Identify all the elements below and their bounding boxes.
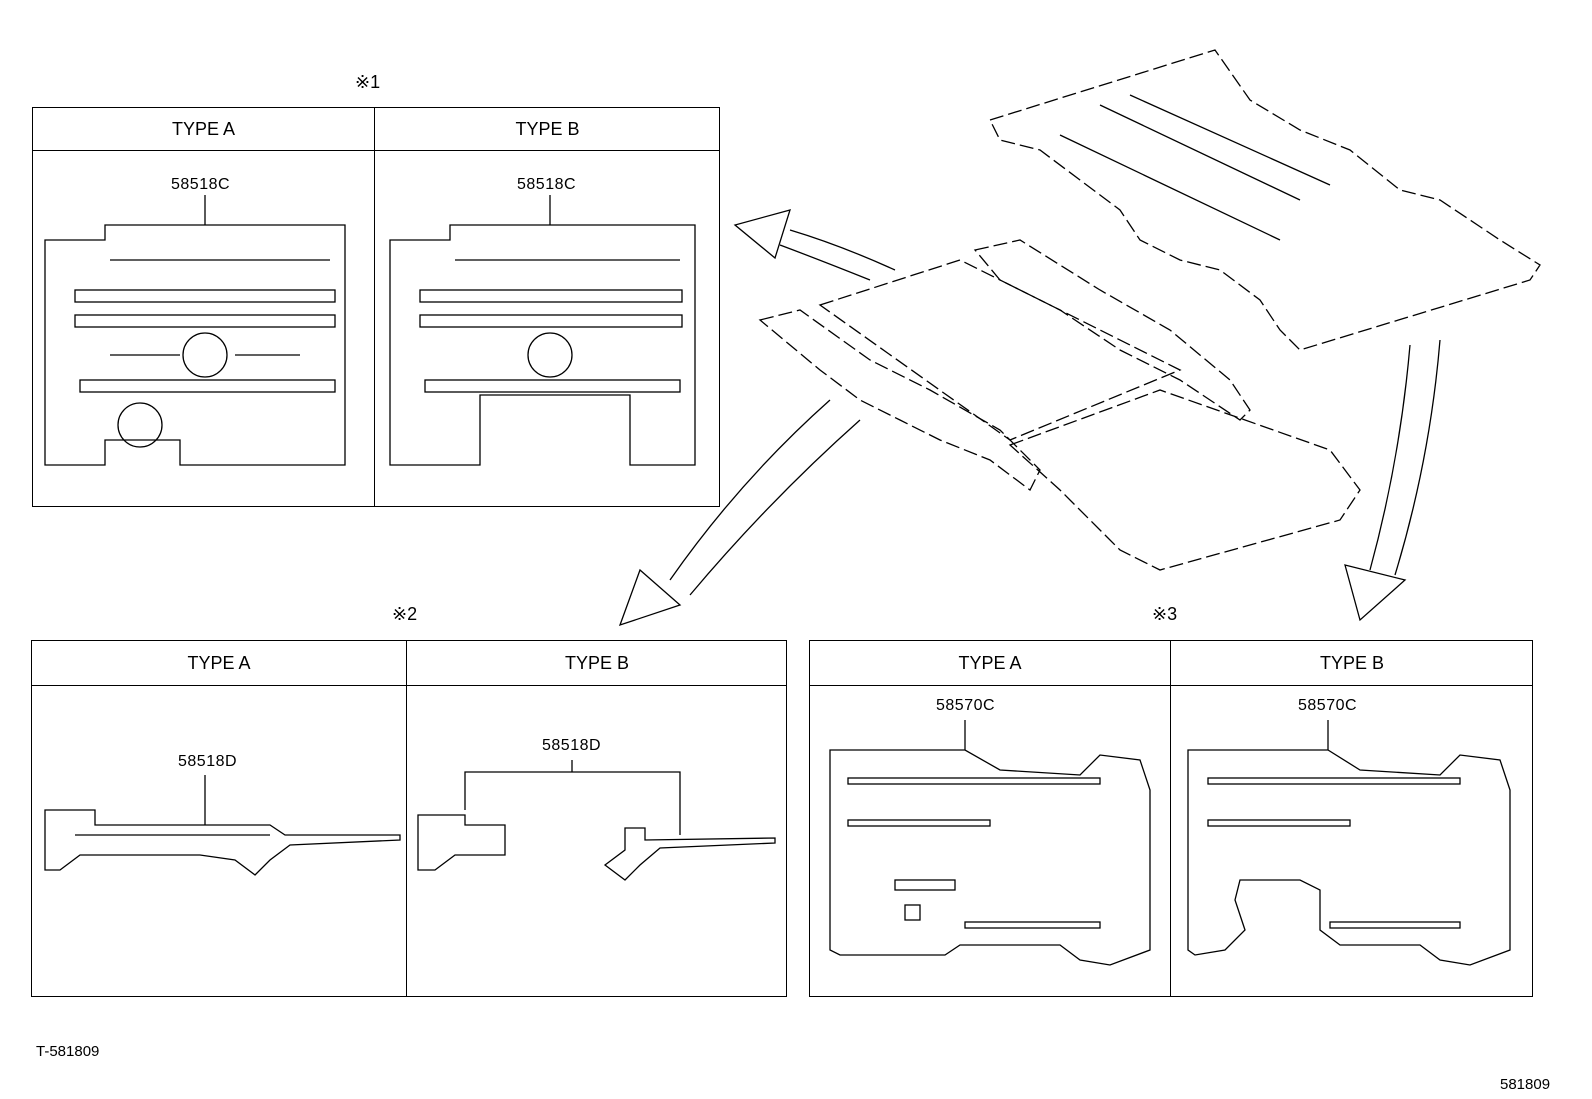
panel-2-divider [406, 641, 407, 996]
footer-right-code: 581809 [1500, 1076, 1551, 1093]
panel-3-type-a-part-number: 58570C [936, 697, 996, 714]
panel-3-type-a-label: TYPE A [958, 653, 1022, 673]
panel-3-marker: ※3 [1152, 604, 1178, 624]
part-sketch-58518d-type-b [417, 760, 776, 881]
panel-2: TYPE A TYPE B 58518D 58518D [31, 640, 787, 997]
panel-1-header [33, 108, 719, 151]
part-sketch-58518c-type-b [389, 195, 696, 466]
panel-1-type-b-part-number: 58518C [517, 176, 577, 193]
panel-2-marker: ※2 [392, 604, 418, 624]
panel-3-header [810, 641, 1532, 686]
panel-2-type-a-part-number: 58518D [178, 753, 238, 770]
panel-2-type-b-label: TYPE B [564, 653, 630, 673]
panel-3-type-b-part-number: 58570C [1298, 697, 1358, 714]
panel-1-marker: ※1 [355, 72, 381, 92]
arrow-to-panel-3 [1344, 339, 1441, 622]
panel-2-header [32, 641, 786, 686]
panel-1-type-a-label: TYPE A [171, 119, 236, 139]
panel-1-divider [374, 108, 375, 506]
panel-3-divider [1170, 641, 1171, 996]
panel-1: TYPE A TYPE B 58518C 58518C [32, 107, 720, 507]
arrow-to-panel-1 [733, 209, 896, 281]
floor-carpet-front [758, 239, 1361, 571]
footer-left-code: T-581809 [36, 1043, 100, 1060]
floor-carpet-rear [989, 49, 1541, 351]
part-sketch-58570c-type-b [1187, 720, 1511, 966]
part-sketch-58518c-type-a [44, 195, 346, 466]
panel-3: TYPE A TYPE B 58570C 58570C [809, 640, 1533, 997]
panel-1-type-b-label: TYPE B [515, 119, 580, 139]
panel-2-type-b-part-number: 58518D [542, 737, 602, 754]
panel-2-type-a-label: TYPE A [187, 653, 251, 673]
panel-1-type-a-part-number: 58518C [171, 176, 231, 193]
part-sketch-58570c-type-a [829, 720, 1151, 966]
arrow-to-panel-2 [618, 399, 861, 627]
part-sketch-58518d-type-a [44, 775, 401, 876]
panel-3-type-b-label: TYPE B [1319, 653, 1385, 673]
